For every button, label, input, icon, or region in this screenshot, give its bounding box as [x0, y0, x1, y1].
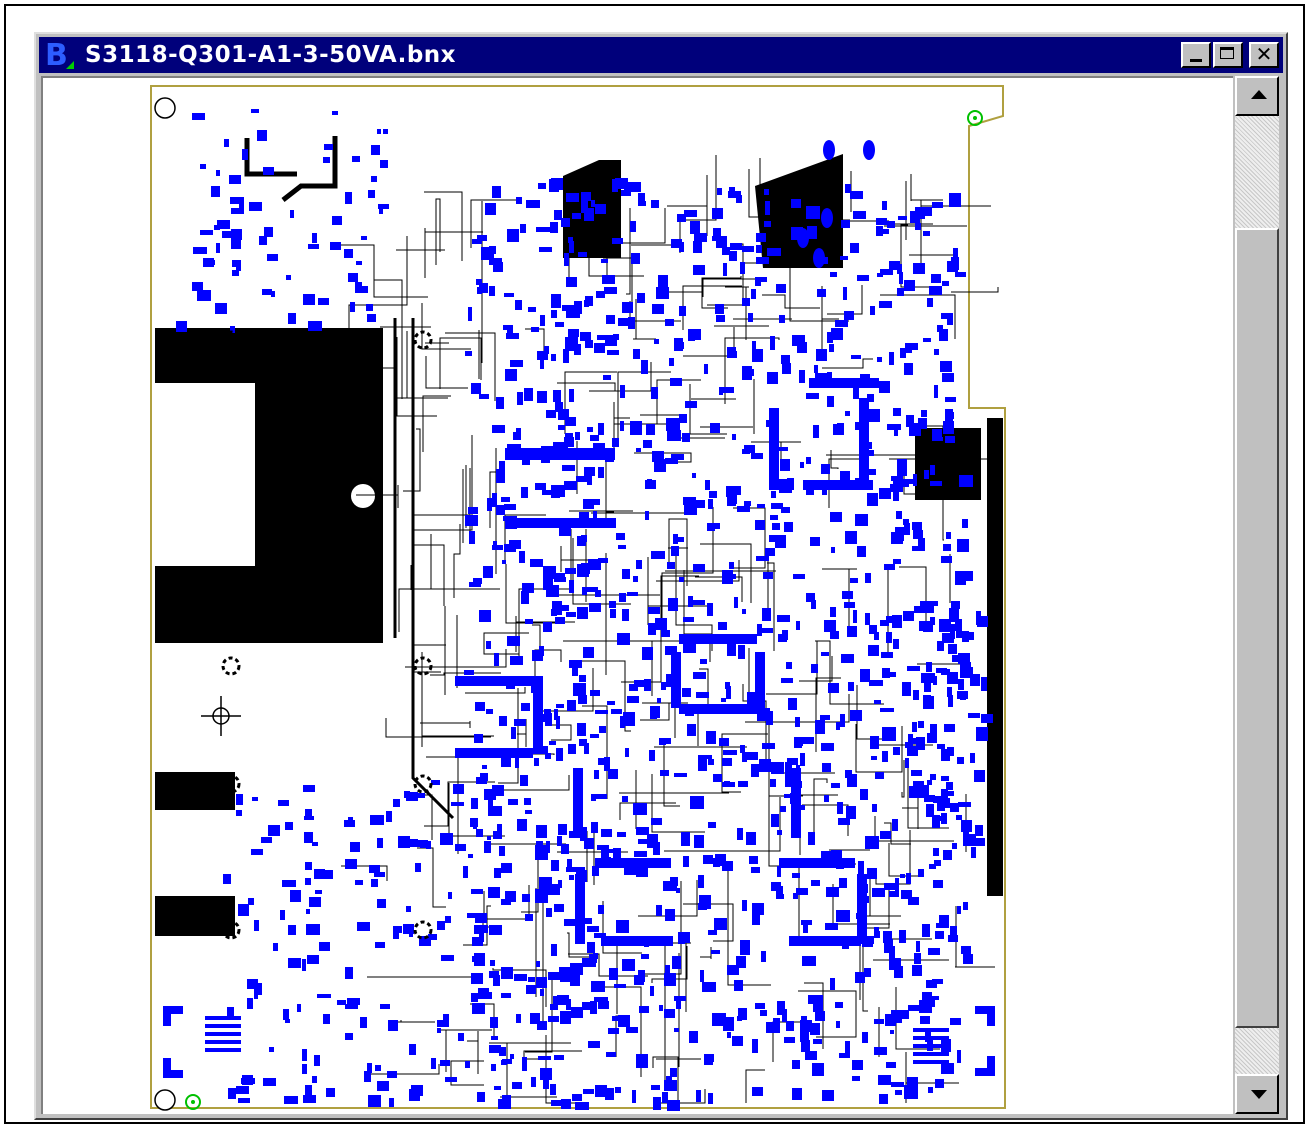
pcb-layout-view[interactable] — [43, 78, 1233, 1114]
screenshot-frame: B S3118-Q301-A1-3-50VA.bnx ✕ — [4, 4, 1305, 1124]
arrow-up-icon — [1251, 90, 1267, 99]
via-ring — [221, 920, 241, 940]
capacitor — [823, 140, 835, 160]
maximize-button[interactable] — [1213, 42, 1243, 68]
window-title: S3118-Q301-A1-3-50VA.bnx — [85, 42, 457, 68]
via-ring — [413, 330, 433, 350]
fiducial-center — [973, 116, 977, 120]
capacitor — [863, 140, 875, 160]
window-controls: ✕ — [1179, 42, 1279, 68]
document-window: B S3118-Q301-A1-3-50VA.bnx ✕ — [34, 32, 1288, 1120]
scroll-up-button[interactable] — [1235, 76, 1279, 116]
capacitor — [821, 208, 833, 228]
scroll-thumb[interactable] — [1235, 228, 1279, 1028]
copper-pour — [155, 772, 235, 810]
power-trace — [244, 136, 338, 202]
app-icon-letter: B — [45, 38, 68, 73]
via-ring — [413, 920, 433, 940]
close-icon: ✕ — [1255, 42, 1273, 66]
via-ring — [221, 330, 241, 350]
via-ring — [221, 774, 241, 794]
origin-crosshair — [201, 696, 241, 736]
origin-marker — [212, 707, 230, 725]
arrow-down-icon — [1251, 1090, 1267, 1099]
fiducial-marker — [185, 1094, 201, 1110]
via-ring — [413, 774, 433, 794]
copper-rail — [987, 418, 1003, 896]
via-ring — [413, 656, 433, 676]
capacitor — [797, 228, 809, 248]
copper-pour — [155, 896, 235, 936]
minimize-icon — [1190, 59, 1202, 62]
via-ring — [221, 656, 241, 676]
component-pads — [176, 109, 993, 1111]
fiducial-center — [191, 1100, 195, 1104]
copper-pour — [755, 154, 843, 268]
close-button[interactable]: ✕ — [1249, 42, 1279, 68]
mounting-hole — [351, 484, 375, 508]
vertical-scrollbar[interactable] — [1235, 76, 1279, 1114]
power-trace — [393, 318, 455, 820]
pcb-canvas[interactable] — [41, 76, 1233, 1114]
scroll-down-button[interactable] — [1235, 1074, 1279, 1114]
app-icon[interactable]: B — [43, 38, 77, 73]
title-bar[interactable]: B S3118-Q301-A1-3-50VA.bnx ✕ — [39, 37, 1283, 73]
maximize-icon — [1220, 47, 1234, 59]
minimize-button[interactable] — [1181, 42, 1211, 68]
capacitor — [813, 248, 825, 268]
tooling-hole — [154, 1089, 176, 1111]
tooling-hole — [154, 97, 176, 119]
fiducial-marker — [967, 110, 983, 126]
copper-pour-transformer — [155, 328, 383, 643]
board-outline — [150, 85, 1006, 1109]
